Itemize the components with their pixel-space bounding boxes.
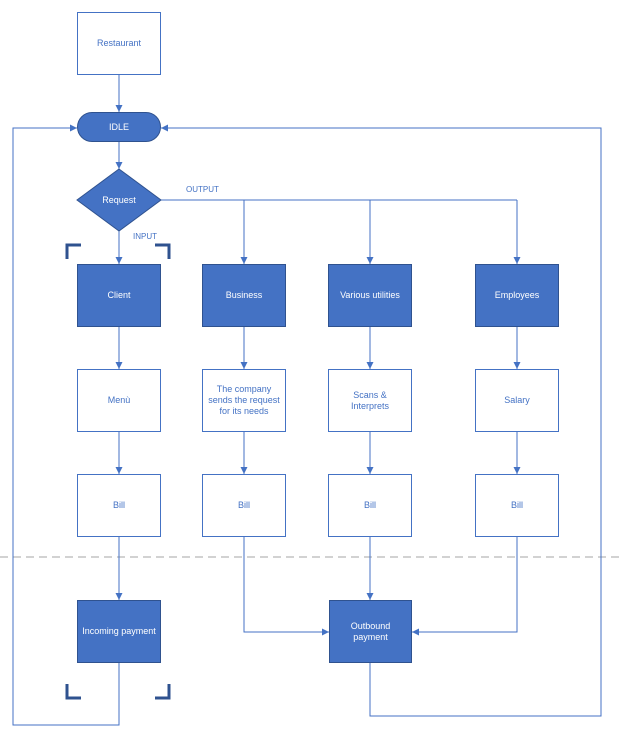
employees-node: Employees: [475, 264, 559, 327]
salary-node: Salary: [475, 369, 559, 432]
bill-utilities-node: Bill: [328, 474, 412, 537]
request-label: Request: [102, 194, 136, 205]
bracket-top-left: [65, 243, 81, 259]
bracket-bottom-left: [65, 684, 81, 700]
edge-outbound-loop-idle: [161, 124, 602, 717]
edge-bill-employees-outbound: [412, 537, 518, 636]
edge-incoming-loop-idle: [12, 124, 120, 726]
client-node: Client: [77, 264, 161, 327]
scans-interprets-node: Scans & Interprets: [328, 369, 412, 432]
bill-employees-node: Bill: [475, 474, 559, 537]
menu-node: Menù: [77, 369, 161, 432]
restaurant-node: Restaurant: [77, 12, 161, 75]
edge-bill-business-outbound: [243, 537, 329, 636]
bill-business-node: Bill: [202, 474, 286, 537]
company-request-node: The company sends the request for its ne…: [202, 369, 286, 432]
bill-client-node: Bill: [77, 474, 161, 537]
input-label: INPUT: [133, 232, 157, 241]
various-utilities-node: Various utilities: [328, 264, 412, 327]
outbound-payment-node: Outbound payment: [329, 600, 412, 663]
idle-node: IDLE: [77, 112, 161, 142]
request-decision-diamond: [76, 168, 162, 232]
business-node: Business: [202, 264, 286, 327]
bracket-top-right: [155, 243, 171, 259]
output-label: OUTPUT: [186, 185, 219, 194]
incoming-payment-node: Incoming payment: [77, 600, 161, 663]
bracket-bottom-right: [155, 684, 171, 700]
